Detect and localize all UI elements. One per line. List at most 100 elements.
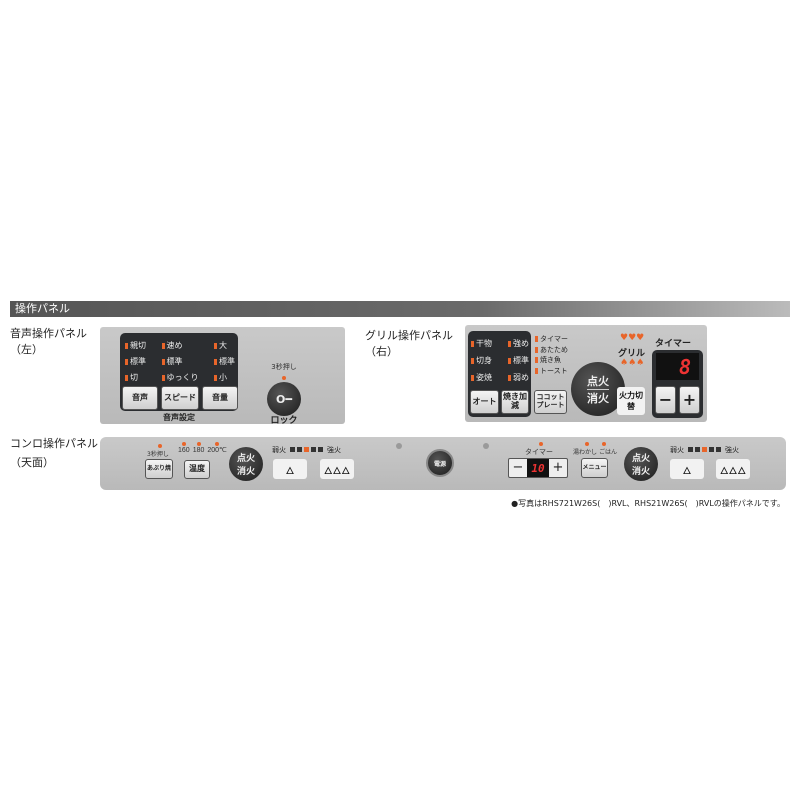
rice-indicator [602,442,606,446]
temp-options: 160 180 200℃ [178,442,227,457]
aburi-indicator [158,444,162,448]
voice-option-column: 大標準小 [214,338,235,386]
heat-switch-button[interactable]: 火力切替 [617,387,645,415]
temp-button[interactable]: 温度 [184,460,210,479]
grill-ignite-button[interactable]: 点火消火 [571,362,625,416]
left-ignite-button[interactable]: 点火消火 [229,447,263,481]
grill-option: 姿焼 [471,369,492,386]
temp-label: 160 [178,447,190,454]
lock-button[interactable]: O━ [267,382,301,416]
voice-button[interactable]: 音声 [122,386,158,410]
right-ignite-button[interactable]: 点火消火 [624,447,658,481]
konro-timer-label: タイマー [525,448,553,456]
left-heat-indicator: 弱火強火 [272,445,341,455]
voice-option: 標準 [125,354,146,370]
ignite-label: 点火 [631,454,650,464]
ignite-label: 点火 [236,454,255,464]
timer-minus-button[interactable]: − [655,386,676,414]
temp-200: 200℃ [207,442,227,457]
grill-panel-title: グリル操作パネル [365,329,453,342]
doneness-button[interactable]: 焼き加減 [501,390,529,414]
left-weak-button[interactable]: 🜂 [273,459,307,479]
flame-high-icon: ♥♥♥ [620,333,645,343]
timer-label: タイマー [655,339,692,349]
voice-option-column: 速め標準ゆっくり [162,338,199,386]
sensor-dot [483,443,489,449]
section-header: 操作パネル [10,301,790,317]
grill-option: 標準 [508,352,529,369]
voice-option: 親切 [125,338,146,354]
flame-icon: 🜂 [682,465,692,477]
lock-label: ロック [270,416,298,426]
voice-panel-side: （左） [10,343,43,356]
konro-panel-title: コンロ操作パネル [10,437,98,450]
lock-hint: 3秒押し [271,363,297,371]
voice-option: 標準 [162,354,199,370]
konro-panel-label: コンロ操作パネル（天面） [10,436,98,471]
konro-timer-plus[interactable]: + [552,460,564,475]
volume-button[interactable]: 音量 [202,386,238,410]
grill-option: 強め [508,335,529,352]
heat-step [716,447,721,452]
ignite-label: 点火 [587,374,609,388]
rice-label: ごはん [598,449,617,456]
weak-label: 弱火 [670,446,684,454]
aburi-button[interactable]: あぶり焼 [145,459,173,479]
weak-label: 弱火 [272,446,286,454]
triple-flame-icon: 🜂🜂🜂 [323,465,351,477]
voice-option: 小 [214,370,235,386]
konro-timer: − 10 + [508,458,568,478]
power-button[interactable]: 電源 [426,449,454,477]
extinguish-label: 消火 [587,388,609,406]
voice-settings-label: 音声設定 [163,413,195,422]
right-strong-button[interactable]: 🜂🜂🜂 [716,459,750,479]
strong-label: 強火 [725,446,739,454]
heat-step [311,447,316,452]
voice-option: 大 [214,338,235,354]
right-weak-button[interactable]: 🜂 [670,459,704,479]
grill-option-column: 干物切身姿焼 [471,335,492,386]
voice-option: ゆっくり [162,370,199,386]
grill-panel-label: グリル操作パネル （右） [365,328,453,360]
temp-indicator [196,442,201,446]
triple-flame-icon: 🜂🜂🜂 [719,465,747,477]
voice-option: 切 [125,370,146,386]
grill-label: グリル [618,349,646,359]
extinguish-label: 消火 [236,467,255,477]
heat-step [702,447,707,452]
heat-step [318,447,323,452]
speed-button[interactable]: スピード [161,386,199,410]
grill-option: 干物 [471,335,492,352]
grill-panel-side: （右） [365,345,398,358]
heat-step [304,447,309,452]
grill-mode: トースト [535,366,568,377]
heat-step [709,447,714,452]
grill-option: 弱め [508,369,529,386]
voice-option: 速め [162,338,199,354]
timer-indicator [539,442,543,446]
auto-button[interactable]: オート [470,390,499,414]
left-strong-button[interactable]: 🜂🜂🜂 [320,459,354,479]
model-note: ●写真はRHS721W26S( )RVL、RHS21W26S( )RVLの操作パ… [511,499,785,508]
timer-plus-button[interactable]: + [679,386,700,414]
voice-options: 親切標準切速め標準ゆっくり大標準小 [125,338,235,386]
temp-indicator [181,442,186,446]
grill-options: 干物切身姿焼強め標準弱め [471,335,529,386]
heat-step [290,447,295,452]
grill-option-column: 強め標準弱め [508,335,529,386]
menu-button[interactable]: メニュー [581,458,608,478]
grill-mode: 焼き魚 [535,355,568,366]
boil-label: 湯わかし [573,449,598,456]
konro-panel: 3秒押し あぶり焼 160 180 200℃ 温度 点火消火 弱火強火 🜂 🜂🜂… [100,437,786,490]
cocotte-button[interactable]: ココットプレート [534,390,567,414]
heat-step [695,447,700,452]
lock-indicator [282,376,286,380]
konro-timer-minus[interactable]: − [512,460,524,475]
auto-label: オート [472,396,497,406]
temp-180: 180 [193,442,204,457]
extinguish-label: 消火 [631,467,650,477]
flame-low-icon: ♠♠♠ [620,358,645,368]
flame-icon: 🜂 [285,465,295,477]
voice-panel-label: 音声操作パネル（左） [10,326,87,358]
boil-indicator [585,442,589,446]
